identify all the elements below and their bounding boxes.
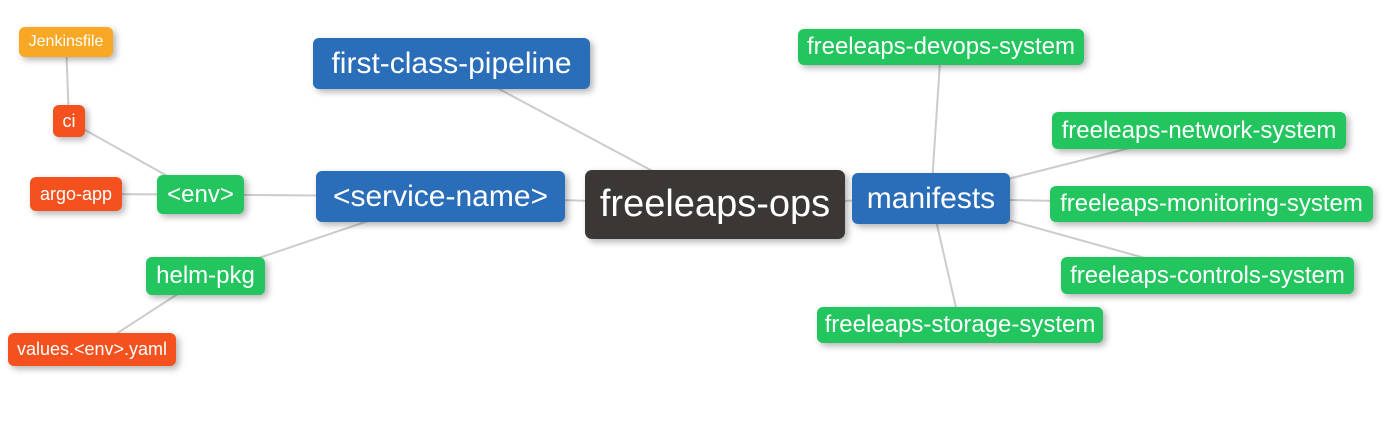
node-freeleaps-storage-system[interactable]: freeleaps-storage-system (817, 307, 1103, 343)
node-first-class-pipeline[interactable]: first-class-pipeline (313, 38, 590, 89)
node-freeleaps-ops[interactable]: freeleaps-ops (585, 170, 845, 239)
node-jenkinsfile[interactable]: Jenkinsfile (19, 27, 113, 57)
node-freeleaps-controls-system[interactable]: freeleaps-controls-system (1061, 257, 1354, 294)
node-freeleaps-devops-system[interactable]: freeleaps-devops-system (798, 29, 1084, 65)
node-argo-app[interactable]: argo-app (30, 177, 122, 211)
node-ci[interactable]: ci (53, 105, 85, 137)
node-manifests[interactable]: manifests (852, 173, 1010, 224)
node-service-name[interactable]: <service-name> (316, 171, 565, 222)
node-freeleaps-network-system[interactable]: freeleaps-network-system (1052, 112, 1346, 149)
node-env[interactable]: <env> (157, 175, 244, 214)
node-helm-pkg[interactable]: helm-pkg (146, 257, 265, 295)
node-values-env-yaml[interactable]: values.<env>.yaml (8, 333, 176, 366)
node-freeleaps-monitoring-system[interactable]: freeleaps-monitoring-system (1050, 186, 1373, 222)
